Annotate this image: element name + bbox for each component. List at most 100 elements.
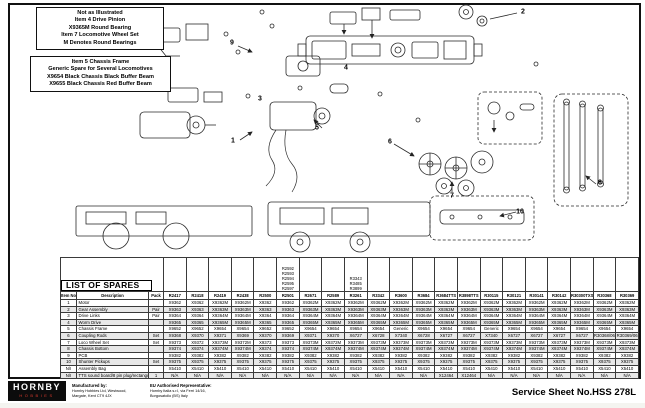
code-stack-cell xyxy=(389,257,413,292)
code-stack-cell xyxy=(434,257,458,292)
table-cell: X6727 xyxy=(456,331,481,340)
table-cell: N/A xyxy=(343,371,368,380)
column-header: R2438 xyxy=(230,291,255,300)
table-cell: X9382 xyxy=(298,351,323,360)
table-cell: X9374M xyxy=(456,345,481,353)
table-cell: Generic xyxy=(479,325,504,333)
table-cell: X9362 xyxy=(163,299,187,307)
part-callout-number: 6 xyxy=(388,138,392,146)
eu-representative-info: EU Authorised Representative: Hornby Ita… xyxy=(150,383,212,398)
table-cell: X5410 xyxy=(592,364,617,373)
table-cell: X9374M xyxy=(547,345,571,353)
column-header: R2501 xyxy=(276,291,300,300)
table-cell: X9371 xyxy=(298,331,323,340)
column-header: R30121 xyxy=(502,291,526,300)
table-cell: X9363M xyxy=(615,305,639,314)
part-callout-number: 7 xyxy=(450,192,454,200)
note-line: X9654 Black Chassis Black Buffer Beam xyxy=(47,73,154,80)
table-cell: X9382 xyxy=(276,351,300,360)
table-cell: X9365M xyxy=(615,318,639,327)
table-cell: N/A xyxy=(253,371,278,380)
code-stack-cell xyxy=(208,257,232,292)
table-cell: X9365 xyxy=(276,318,300,327)
table-cell xyxy=(147,325,165,333)
column-header: R30141 xyxy=(524,291,549,300)
table-cell: X9382 xyxy=(253,351,278,360)
table-cell: X9375 xyxy=(276,358,300,366)
table-cell: X5410 xyxy=(163,364,187,373)
table-cell: X9364M xyxy=(615,312,639,320)
table-cell: X6728 xyxy=(411,331,436,340)
table-cell: X9375 xyxy=(502,358,526,366)
part-callout-number: 9 xyxy=(230,39,234,47)
part-callout-number: 1 xyxy=(231,137,235,145)
table-cell: X5410 xyxy=(547,364,571,373)
table-cell: X9362M xyxy=(592,299,617,307)
table-cell: X9374M xyxy=(502,345,526,353)
table-cell: X9373M xyxy=(434,338,458,347)
table-cell: X9363M xyxy=(570,305,594,314)
table-cell: Loco Wheel Set xyxy=(76,338,149,347)
column-header: R30142 xyxy=(547,291,571,300)
table-cell: 9 xyxy=(60,351,77,360)
table-cell: X9382 xyxy=(615,351,639,360)
table-cell: X9363M xyxy=(547,305,571,314)
table-cell: X5410 xyxy=(276,364,300,373)
table-cell: X5410 xyxy=(208,364,232,373)
part-callout-number: 8 xyxy=(598,179,602,187)
table-cell: X7340 xyxy=(389,331,413,340)
table-cell: X9375 xyxy=(570,358,594,366)
table-cell: Assembly Bag xyxy=(76,364,149,373)
table-cell: 3 xyxy=(60,312,77,320)
table-cell: X5410 xyxy=(321,364,345,373)
table-cell: Coupling Rods xyxy=(76,331,149,340)
table-cell: X9364M xyxy=(434,312,458,320)
column-header: R3342 xyxy=(366,291,391,300)
table-cell: X9375 xyxy=(163,358,187,366)
table-cell: X9372M xyxy=(321,338,345,347)
hornby-logo-text: HORNBY xyxy=(12,382,61,392)
table-cell: N/A xyxy=(321,371,345,380)
hornby-logo-subtext: HOBBIES xyxy=(19,393,55,398)
table-cell: 4 xyxy=(60,318,77,327)
table-cell: X9362M xyxy=(321,299,345,307)
table-cell: X9654 xyxy=(366,325,391,333)
table-cell: X9375 xyxy=(411,358,436,366)
table-cell: PCB xyxy=(76,351,149,360)
table-cell: X9364M xyxy=(502,312,526,320)
column-header: R30368 xyxy=(592,291,617,300)
table-cell: X9654 xyxy=(208,325,232,333)
code-stack-cell xyxy=(547,257,571,292)
table-cell: N/A xyxy=(615,371,639,380)
table-cell: X9364 xyxy=(253,312,278,320)
table-cell: Worm Drive xyxy=(76,318,149,327)
table-cell: X9362 xyxy=(253,299,278,307)
table-cell: X6727 xyxy=(524,331,549,340)
table-cell: X9363 xyxy=(185,305,210,314)
hornby-logo: HORNBY HOBBIES xyxy=(8,381,66,401)
table-cell: X5410 xyxy=(343,364,368,373)
table-cell: X9375 xyxy=(615,358,639,366)
table-cell: X9363M xyxy=(456,305,481,314)
table-cell: N/A xyxy=(163,371,187,380)
table-cell: X9369 xyxy=(230,331,255,340)
part-callout-number: 10 xyxy=(516,208,524,216)
table-cell: Set xyxy=(147,358,165,366)
table-cell: X9374M xyxy=(434,345,458,353)
table-cell: X9363M xyxy=(298,305,323,314)
table-cell: 6 xyxy=(60,331,77,340)
table-cell: X5410 xyxy=(411,364,436,373)
table-cell: X9375 xyxy=(230,358,255,366)
table-cell: X9363 xyxy=(253,305,278,314)
table-cell: X9375 xyxy=(389,358,413,366)
table-cell: X9382 xyxy=(343,351,368,360)
table-cell: X9374M xyxy=(411,345,436,353)
